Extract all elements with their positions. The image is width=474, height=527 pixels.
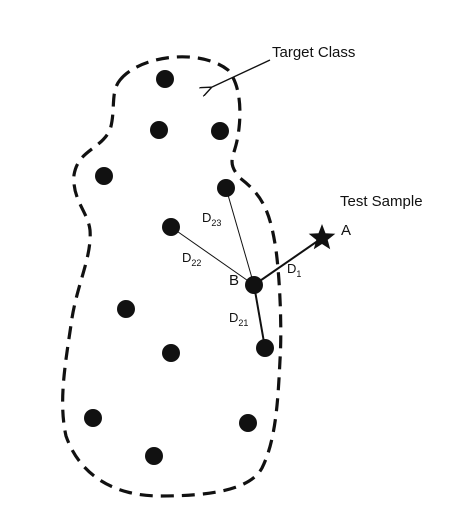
- test-sample-label: Test Sample: [340, 193, 423, 210]
- line-d23: [225, 187, 255, 286]
- sample-point: [217, 179, 235, 197]
- test-sample-star-icon: [308, 224, 336, 250]
- sample-point: [150, 121, 168, 139]
- line-d21: [253, 284, 266, 349]
- target-class-label: Target Class: [272, 44, 355, 61]
- point-b: [245, 276, 263, 294]
- sample-point: [156, 70, 174, 88]
- sample-point: [256, 339, 274, 357]
- sample-point: [84, 409, 102, 427]
- sample-point: [162, 218, 180, 236]
- sample-point: [145, 447, 163, 465]
- target-class-arrow: [210, 59, 271, 88]
- sample-point: [239, 414, 257, 432]
- sample-point: [162, 344, 180, 362]
- sample-point: [211, 122, 229, 140]
- line-d22: [170, 226, 255, 286]
- d1-label: D1: [287, 261, 301, 279]
- line-d1: [253, 237, 323, 286]
- point-a-label: A: [341, 222, 351, 239]
- sample-point: [117, 300, 135, 318]
- sample-point: [95, 167, 113, 185]
- point-b-label: B: [229, 272, 239, 289]
- d21-label: D21: [229, 310, 248, 328]
- target-class-boundary: [61, 55, 283, 498]
- d22-label: D22: [182, 250, 201, 268]
- d23-label: D23: [202, 210, 221, 228]
